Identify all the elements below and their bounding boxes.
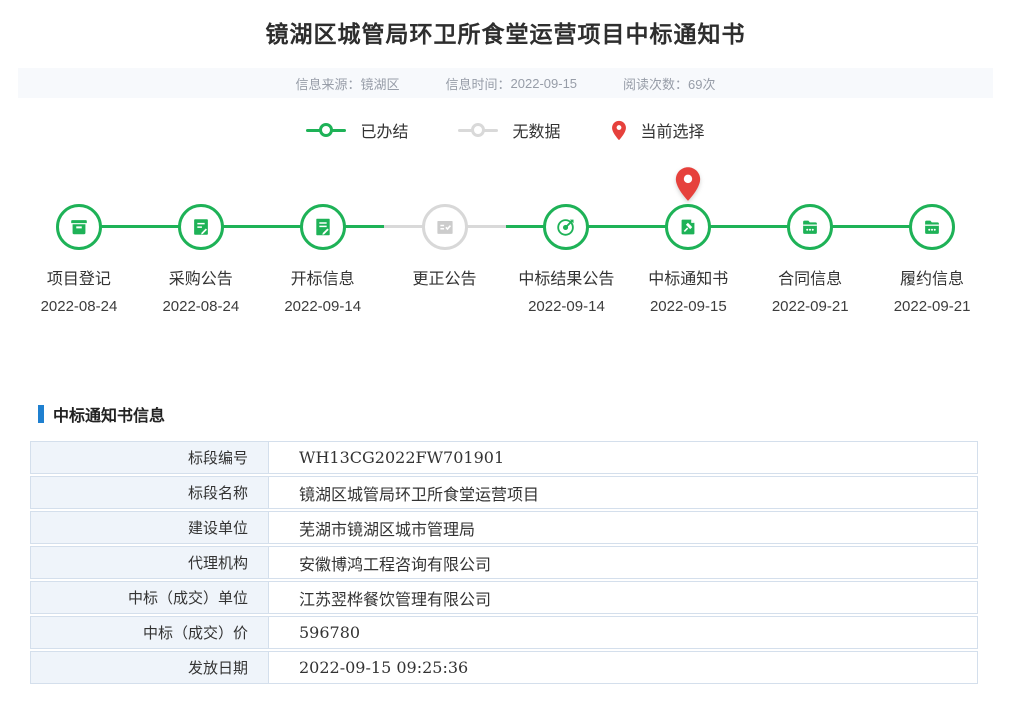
step-label: 履约信息 xyxy=(900,271,965,288)
step-date: 2022-09-15 xyxy=(649,298,727,315)
step-label: 中标结果公告 xyxy=(518,271,615,288)
page-title: 镜湖区城管局环卫所食堂运营项目中标通知书 xyxy=(265,22,746,47)
row-value: 镜湖区城管局环卫所食堂运营项目 xyxy=(299,484,540,504)
legend-nodata: 无数据 xyxy=(458,118,561,142)
gavel-document-icon xyxy=(681,219,695,235)
legend-done-label: 已办结 xyxy=(360,124,409,141)
step-date: 2022-08-24 xyxy=(162,298,240,315)
info-source-label: 信息来源： xyxy=(295,76,361,92)
timeline-node[interactable] xyxy=(299,204,346,250)
timeline-legend: 已办结 无数据 当前选择 xyxy=(0,118,1011,142)
view-count-label: 阅读次数： xyxy=(623,76,689,92)
timeline-step-correction-announcement[interactable]: 更正公告 xyxy=(383,166,506,316)
row-value: WH13CG2022FW701901 xyxy=(299,448,505,467)
step-label: 合同信息 xyxy=(778,271,843,288)
legend-nodata-label: 无数据 xyxy=(512,124,561,141)
calendar-check-icon xyxy=(436,221,453,234)
step-date: 2022-09-21 xyxy=(893,298,971,315)
step-label: 采购公告 xyxy=(168,271,233,288)
timeline-step-contract-info[interactable]: 合同信息 2022-09-21 xyxy=(749,166,872,316)
info-source-value: 镜湖区 xyxy=(360,76,400,92)
done-line-marker-icon xyxy=(306,128,347,132)
table-row: 标段名称 镜湖区城管局环卫所食堂运营项目 xyxy=(30,476,978,509)
row-value: 芜湖市镜湖区城市管理局 xyxy=(299,519,476,539)
view-count: 阅读次数：69次 xyxy=(623,74,715,93)
row-label: 标段编号 xyxy=(31,442,269,473)
table-row: 代理机构 安徽博鸿工程咨询有限公司 xyxy=(30,546,978,579)
step-label: 开标信息 xyxy=(290,271,355,288)
row-label: 中标（成交）价 xyxy=(31,617,269,648)
table-row: 中标（成交）价 596780 xyxy=(30,616,978,649)
timeline-step-performance-info[interactable]: 履约信息 2022-09-21 xyxy=(871,166,993,316)
meta-bar: 信息来源：镜湖区 信息时间：2022-09-15 阅读次数：69次 xyxy=(18,68,993,98)
archive-box-icon xyxy=(71,220,87,235)
process-timeline: 项目登记 2022-08-24 采购公告 2022-08-24 开标信息 202… xyxy=(18,166,993,316)
timeline-step-project-registration[interactable]: 项目登记 2022-08-24 xyxy=(18,166,140,316)
legend-done: 已办结 xyxy=(306,118,408,142)
row-label: 中标（成交）单位 xyxy=(31,582,269,613)
step-date: 2022-09-14 xyxy=(528,298,605,315)
nodata-line-marker-icon xyxy=(458,128,499,132)
step-label: 中标通知书 xyxy=(648,271,729,288)
legend-current: 当前选择 xyxy=(611,118,705,142)
timeline-step-bid-opening[interactable]: 开标信息 2022-09-14 xyxy=(261,166,384,316)
row-label: 标段名称 xyxy=(31,477,269,508)
view-count-value: 69次 xyxy=(688,76,716,92)
row-value: 安徽博鸿工程咨询有限公司 xyxy=(299,554,492,574)
folder-icon xyxy=(803,220,818,234)
row-label: 发放日期 xyxy=(31,652,269,683)
target-icon xyxy=(557,219,575,236)
timeline-step-procurement-announcement[interactable]: 采购公告 2022-08-24 xyxy=(139,166,262,316)
table-row: 标段编号 WH13CG2022FW701901 xyxy=(30,441,978,474)
info-time: 信息时间：2022-09-15 xyxy=(446,74,578,93)
timeline-step-award-notice[interactable]: 中标通知书 2022-09-15 xyxy=(627,166,750,316)
info-source: 信息来源：镜湖区 xyxy=(295,74,399,93)
row-label: 代理机构 xyxy=(31,547,269,578)
legend-current-label: 当前选择 xyxy=(640,124,705,141)
table-row: 中标（成交）单位 江苏翌桦餐饮管理有限公司 xyxy=(30,581,978,614)
section-header: 中标通知书信息 xyxy=(38,402,993,426)
timeline-node[interactable] xyxy=(55,204,102,250)
clipboard-pen-icon xyxy=(193,219,208,235)
timeline-node[interactable] xyxy=(421,204,468,250)
step-date: 2022-08-24 xyxy=(40,298,118,315)
row-value: 596780 xyxy=(299,623,361,642)
award-notice-detail-table: 标段编号 WH13CG2022FW701901 标段名称 镜湖区城管局环卫所食堂… xyxy=(30,441,978,684)
table-row: 发放日期 2022-09-15 09:25:36 xyxy=(30,651,978,684)
table-row: 建设单位 芜湖市镜湖区城市管理局 xyxy=(30,511,978,544)
step-label: 项目登记 xyxy=(46,271,111,288)
row-label: 建设单位 xyxy=(31,512,269,543)
section-accent-bar xyxy=(38,405,44,423)
document-pen-icon xyxy=(315,218,330,236)
timeline-node[interactable] xyxy=(787,204,834,250)
timeline-step-award-result-announcement[interactable]: 中标结果公告 2022-09-14 xyxy=(505,166,628,316)
info-time-value: 2022-09-15 xyxy=(510,75,578,91)
timeline-node[interactable] xyxy=(543,204,590,250)
timeline-node[interactable] xyxy=(177,204,224,250)
folder-icon xyxy=(925,220,939,234)
row-value: 江苏翌桦餐饮管理有限公司 xyxy=(299,589,492,609)
section-title: 中标通知书信息 xyxy=(53,408,166,425)
step-date: 2022-09-14 xyxy=(284,298,362,315)
step-date: 2022-09-21 xyxy=(771,298,849,315)
timeline-node[interactable] xyxy=(909,204,956,250)
current-selection-pin-icon xyxy=(676,167,701,201)
location-pin-icon xyxy=(611,120,626,140)
timeline-node[interactable] xyxy=(665,204,712,250)
step-label: 更正公告 xyxy=(412,271,477,288)
row-value: 2022-09-15 09:25:36 xyxy=(299,658,469,677)
info-time-label: 信息时间： xyxy=(445,76,511,92)
